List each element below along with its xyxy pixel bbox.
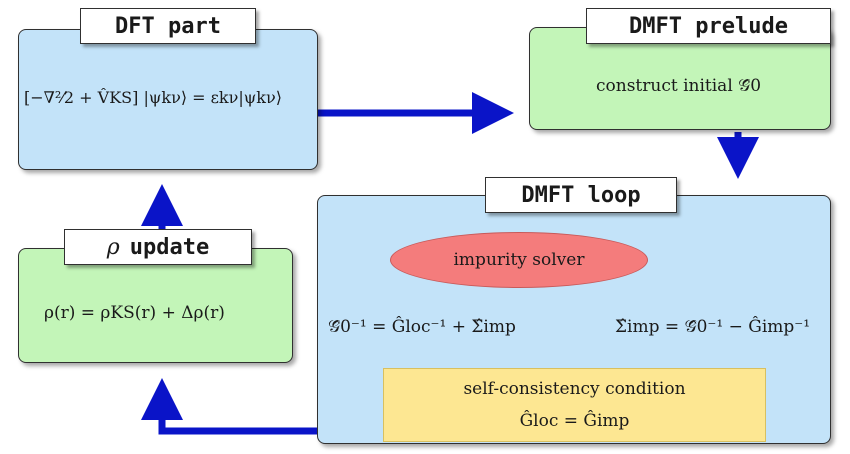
impurity-solver-label: impurity solver	[453, 250, 585, 270]
loop-left-equation: 𝒢̂0⁻¹ = Ĝloc⁻¹ + Σ̂imp	[328, 317, 516, 337]
rho-tab: ρ update	[64, 229, 252, 265]
rho-tab-symbol: ρ	[106, 234, 120, 260]
prelude-tab-label: DMFT prelude	[629, 13, 788, 39]
self-consistency-box: self-consistency condition Ĝloc = Ĝimp	[383, 368, 766, 442]
impurity-solver-ellipse: impurity solver	[390, 232, 648, 288]
dft-tab: DFT part	[80, 8, 256, 44]
loop-right-equation: Σ̂imp = 𝒢̂0⁻¹ − Ĝimp⁻¹	[615, 317, 811, 337]
dft-tab-label: DFT part	[115, 13, 221, 39]
prelude-text: construct initial 𝒢̂0	[596, 76, 762, 96]
sc-equation: Ĝloc = Ĝimp	[519, 411, 630, 431]
prelude-tab: DMFT prelude	[586, 8, 831, 44]
rho-equation: ρ(r) = ρKS(r) + Δρ(r)	[44, 303, 225, 323]
loop-tab: DMFT loop	[485, 177, 677, 213]
arrow-loop-to-rho	[141, 378, 318, 435]
rho-box	[18, 248, 293, 363]
rho-tab-word: update	[129, 234, 210, 260]
sc-title: self-consistency condition	[463, 379, 686, 399]
prelude-box	[529, 27, 831, 130]
loop-tab-label: DMFT loop	[521, 182, 641, 208]
dft-equation: [−∇²⁄2 + V̂KS] |ψkν⟩ = εkν|ψkν⟩	[24, 88, 282, 107]
